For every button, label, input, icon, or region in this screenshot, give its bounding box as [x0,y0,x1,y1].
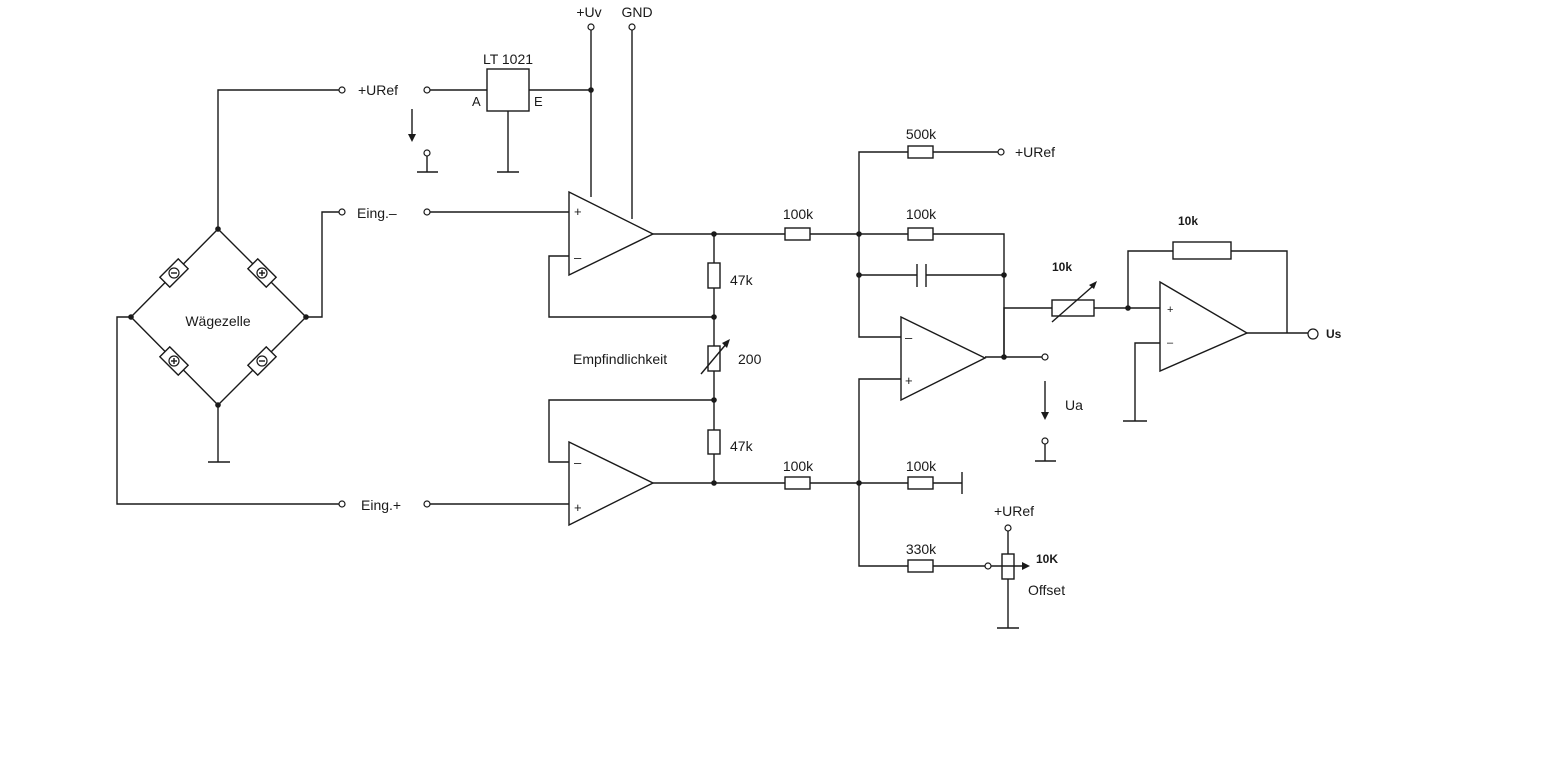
bridge-input-plus-terminal[interactable] [338,500,346,508]
ground-label: GND [621,4,652,20]
uref-voltage-arrow [408,109,416,142]
resistor-100k-feedback: 100k [906,206,937,241]
feedback-capacitor [859,264,1004,287]
pot-10k-in-label: 10k [1052,260,1072,274]
strain-gauge-plus-top-right [246,257,278,289]
r-100k-fb-label: 100k [906,206,937,222]
us-output-terminal[interactable] [1307,328,1319,340]
pot-10K-offset-label: 10K [1036,552,1058,566]
svg-text:+: + [574,500,582,515]
r-10k-fb-label: 10k [1178,214,1198,228]
ground-terminal[interactable] [628,23,636,31]
offset-potentiometer[interactable]: 10K Offset [991,552,1065,598]
uref-ground-terminal[interactable] [423,149,431,157]
gain-resistor-47k-bottom: 47k [707,429,754,483]
svg-text:+: + [905,373,913,388]
supply-terminal[interactable] [587,23,595,31]
svg-text:–: – [574,250,582,265]
svg-text:–: – [905,330,913,345]
input-plus-terminal[interactable] [423,500,431,508]
resistor-500k: 500k [906,126,937,159]
uref-offset-label: +URef [994,503,1034,519]
ua-label: Ua [1065,397,1083,413]
r-47k-bottom-label: 47k [730,438,754,454]
offset-wiper-terminal[interactable] [984,562,992,570]
resistor-100k-lower-input: 100k [783,458,814,490]
svg-text:+: + [1167,304,1173,316]
us-label: Us [1326,327,1342,341]
resistor-100k-upper-input: 100k [783,206,814,241]
r-100k-bot-in-label: 100k [783,458,814,474]
ua-ground-terminal[interactable] [1041,437,1049,445]
bridge-uref-terminal[interactable] [338,86,346,94]
strain-gauge-plus-bottom-left [158,345,190,377]
uref-feedback-label: +URef [1015,144,1055,160]
offset-label: Offset [1028,582,1065,598]
svg-text:–: – [1167,337,1174,349]
ua-output-terminal[interactable] [1041,353,1049,361]
load-cell-bridge: Wägezelle [116,89,339,505]
uref-offset-terminal[interactable] [1004,524,1012,532]
uref-feedback-terminal[interactable] [997,148,1005,156]
r-100k-top-in-label: 100k [783,206,814,222]
input-minus-label: Eing.– [357,205,397,221]
r-500k-label: 500k [906,126,937,142]
pot-200-label: 200 [738,351,762,367]
resistor-100k-ground: 100k [906,458,937,490]
resistor-10k-feedback: 10k [1172,214,1232,260]
input-plus-label: Eing.+ [361,497,401,513]
svg-text:+: + [574,204,582,219]
r-100k-gnd-label: 100k [906,458,937,474]
opamp-upper-input: + – [568,190,655,277]
uref-top-label: +URef [358,82,398,98]
input-minus-terminal[interactable] [423,208,431,216]
input-potentiometer-10k[interactable]: 10k [1051,260,1097,323]
opamp-lower-input: – + [568,440,655,527]
load-cell-label: Wägezelle [185,313,251,329]
r-47k-top-label: 47k [730,272,754,288]
lt1021-reference-ic: LT 1021 A E [472,51,543,173]
supply-label: +Uv [576,4,601,20]
r-330k-label: 330k [906,541,937,557]
sensitivity-potentiometer[interactable]: 200 Empfindlichkeit [573,339,762,375]
sensitivity-label: Empfindlichkeit [573,351,667,367]
strain-gauge-minus-top-left [158,257,190,289]
bridge-input-minus-terminal[interactable] [338,208,346,216]
resistor-330k: 330k [906,541,937,573]
lt1021-label: LT 1021 [483,51,533,67]
opamp-output: + – [1159,280,1249,373]
strain-gauge-minus-bottom-right [246,345,278,377]
lt1021-pin-a: A [472,94,481,109]
lt1021-pin-e: E [534,94,543,109]
svg-text:–: – [574,455,582,470]
opamp-difference: – + [900,315,987,402]
gain-resistor-47k-top: 47k [707,234,754,346]
uref-output-terminal[interactable] [423,86,431,94]
ua-voltage-arrow [1041,381,1049,420]
